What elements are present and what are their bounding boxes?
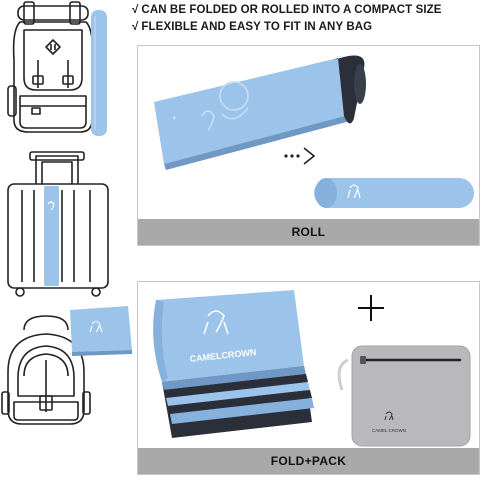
folded-mat-stack-image — [153, 290, 314, 438]
hiking-backpack-icon — [7, 1, 94, 133]
headline-text-2: FLEXIBLE AND EASY TO FIT IN ANY BAG — [141, 21, 373, 33]
fold-pack-panel: CAMELCROWN CAMEL CROWN FOLD+PACK — [137, 281, 480, 475]
pouch-brand-text: CAMEL CROWN — [372, 428, 406, 433]
small-backpack-icon — [1, 315, 91, 425]
headline-text-1: CAN BE FOLDED OR ROLLED INTO A COMPACT S… — [141, 4, 442, 16]
check-mark: √ — [132, 4, 139, 16]
rolled-mat-on-backpack — [91, 10, 107, 136]
rolled-mat-image — [314, 178, 474, 208]
plus-icon — [358, 295, 384, 321]
fold-pack-illustration: CAMELCROWN CAMEL CROWN — [153, 290, 471, 447]
arrow-right-icon — [284, 147, 316, 165]
check-mark: √ — [132, 21, 139, 33]
headline-flexible: √FLEXIBLE AND EASY TO FIT IN ANY BAG — [132, 21, 372, 33]
roll-caption: ROLL — [291, 225, 326, 239]
carry-pouch-image: CAMEL CROWN — [337, 345, 471, 447]
roll-panel: ✦ ROLL — [137, 45, 480, 246]
flat-mat-image: ✦ — [154, 55, 366, 170]
headline-folded-rolled: √CAN BE FOLDED OR ROLLED INTO A COMPACT … — [132, 4, 442, 16]
fold-pack-caption: FOLD+PACK — [270, 454, 347, 468]
folded-mat-beside-backpack — [70, 306, 132, 356]
fold-pack-caption-bar: FOLD+PACK — [138, 448, 479, 474]
left-illustrations — [1, 1, 132, 425]
roll-illustration: ✦ — [154, 55, 474, 208]
folded-mat-in-suitcase — [44, 186, 59, 286]
roll-caption-bar: ROLL — [138, 219, 479, 245]
mat-brand-mark: ✦ — [172, 115, 177, 122]
suitcase-icon — [7, 151, 109, 297]
